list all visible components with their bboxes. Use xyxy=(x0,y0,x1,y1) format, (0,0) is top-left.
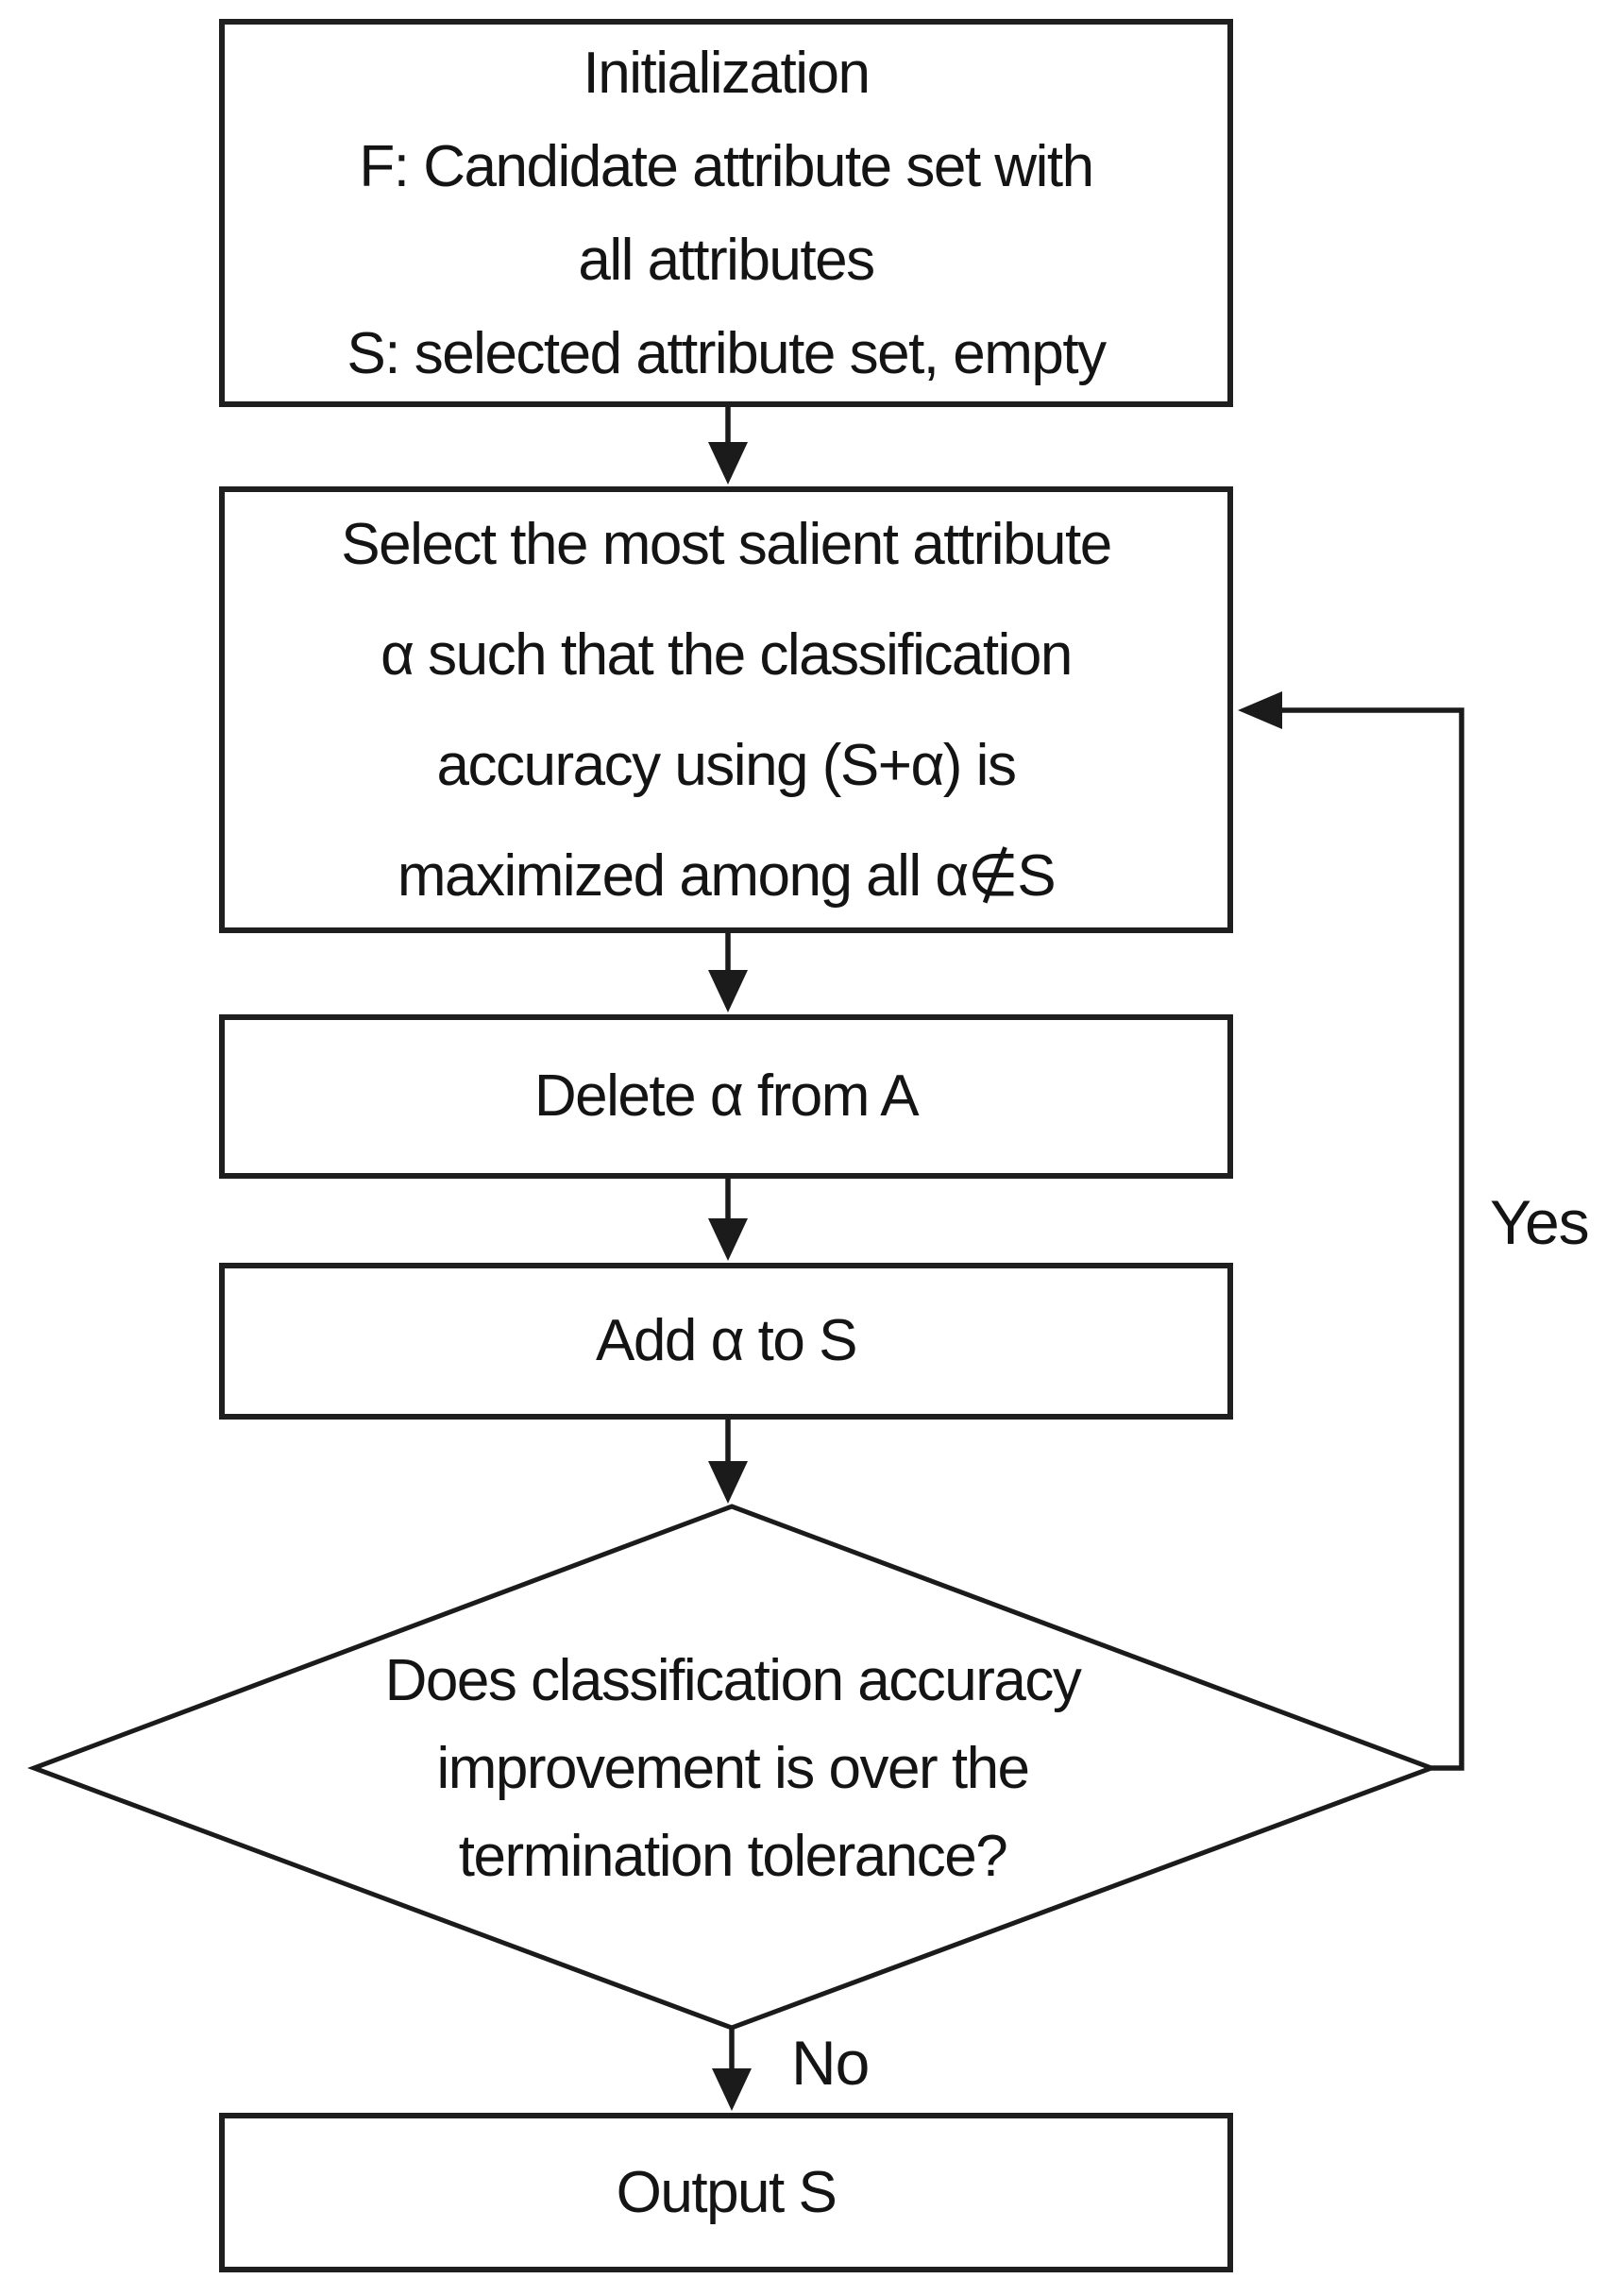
arrow-decision-to-output-head xyxy=(712,2068,752,2111)
node-delete-attribute: Delete α from A xyxy=(219,1014,1233,1179)
arrow-decision-to-select-head xyxy=(1238,691,1282,729)
node-initialization: Initialization F: Candidate attribute se… xyxy=(219,19,1233,407)
arrow-delete-to-add-head xyxy=(708,1218,748,1261)
node-decision-text: Does classification accuracy improvement… xyxy=(384,1647,1082,1889)
arrow-select-to-delete-head xyxy=(708,970,748,1012)
node-select-attribute: Select the most salient attribute α such… xyxy=(219,486,1233,933)
node-add-attribute: Add α to S xyxy=(219,1263,1233,1420)
node-output: Output S xyxy=(219,2113,1233,2272)
arrow-add-to-decision-head xyxy=(708,1461,748,1504)
no-edge-label: No xyxy=(791,2028,870,2098)
arrow-decision-to-select-path xyxy=(1278,707,1464,1771)
yes-edge-label: Yes xyxy=(1490,1187,1590,1257)
arrow-init-to-select-head xyxy=(708,442,748,485)
